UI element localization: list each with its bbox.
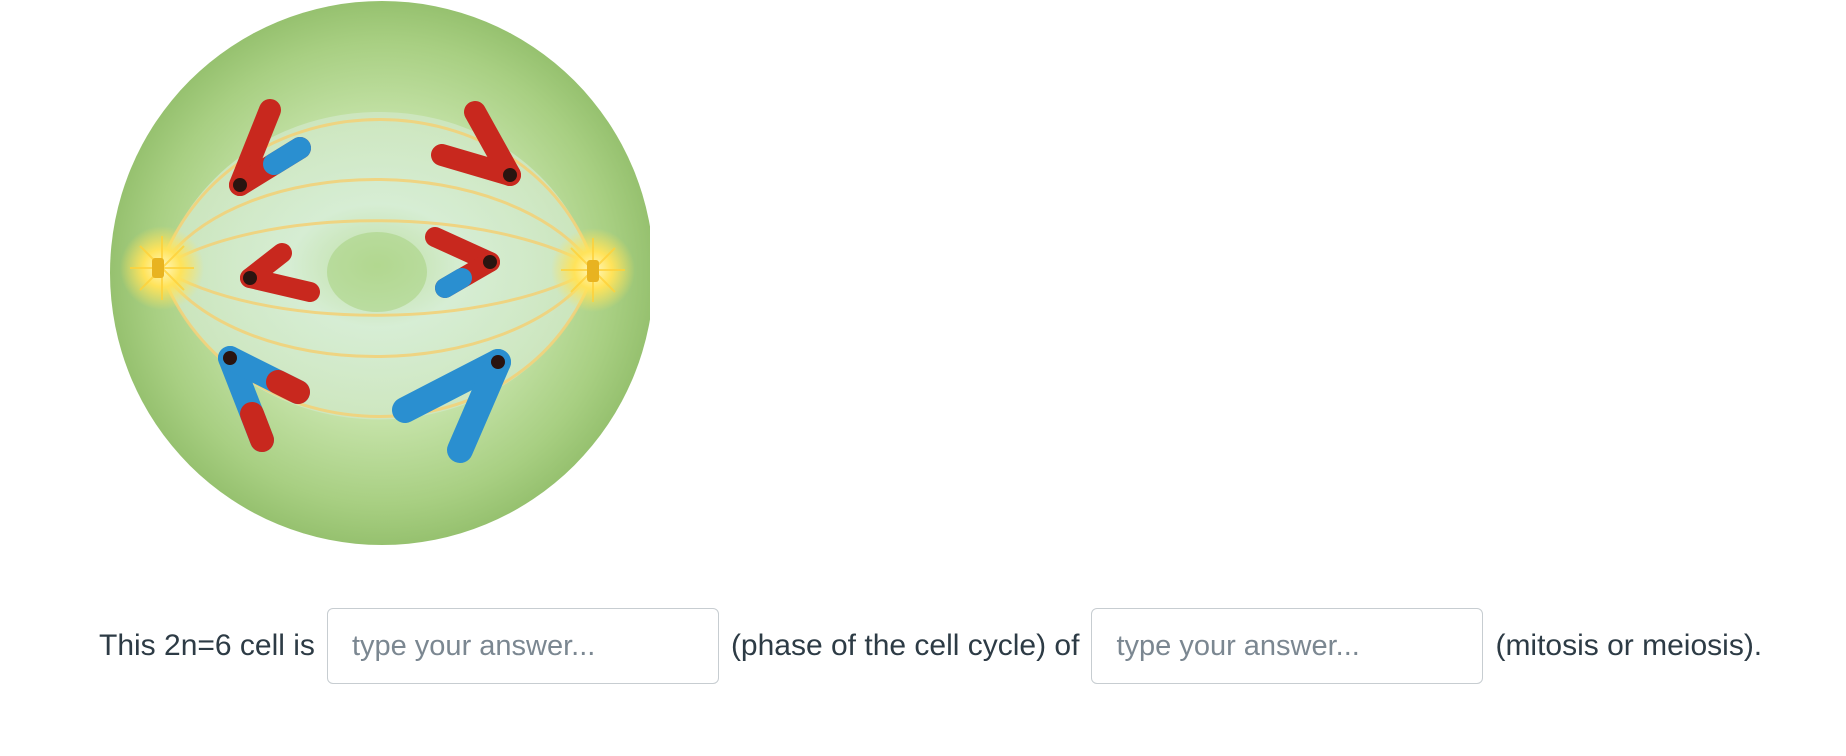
cell-division-image [90, 0, 654, 548]
chromosome-top-left [229, 99, 311, 196]
chromosome-top-right [431, 101, 521, 186]
division-type-answer-input[interactable] [1091, 608, 1484, 684]
question-prefix-text: This 2n=6 cell is [99, 629, 315, 662]
question-middle-text: (phase of the cell cycle) of [730, 629, 1080, 662]
chromosome-bottom-right [392, 349, 511, 463]
question-sentence: This 2n=6 cell is (phase of the cell cyc… [99, 608, 1762, 684]
question-suffix-text: (mitosis or meiosis). [1495, 629, 1763, 662]
chromosome-middle-left [240, 243, 320, 302]
spindle-apparatus [158, 112, 597, 420]
centrosome-left [120, 226, 204, 310]
chromosome-middle-right [425, 227, 500, 298]
chromosome-bottom-left [218, 346, 310, 452]
phase-answer-input[interactable] [326, 608, 719, 684]
centrosome-right [551, 228, 635, 312]
